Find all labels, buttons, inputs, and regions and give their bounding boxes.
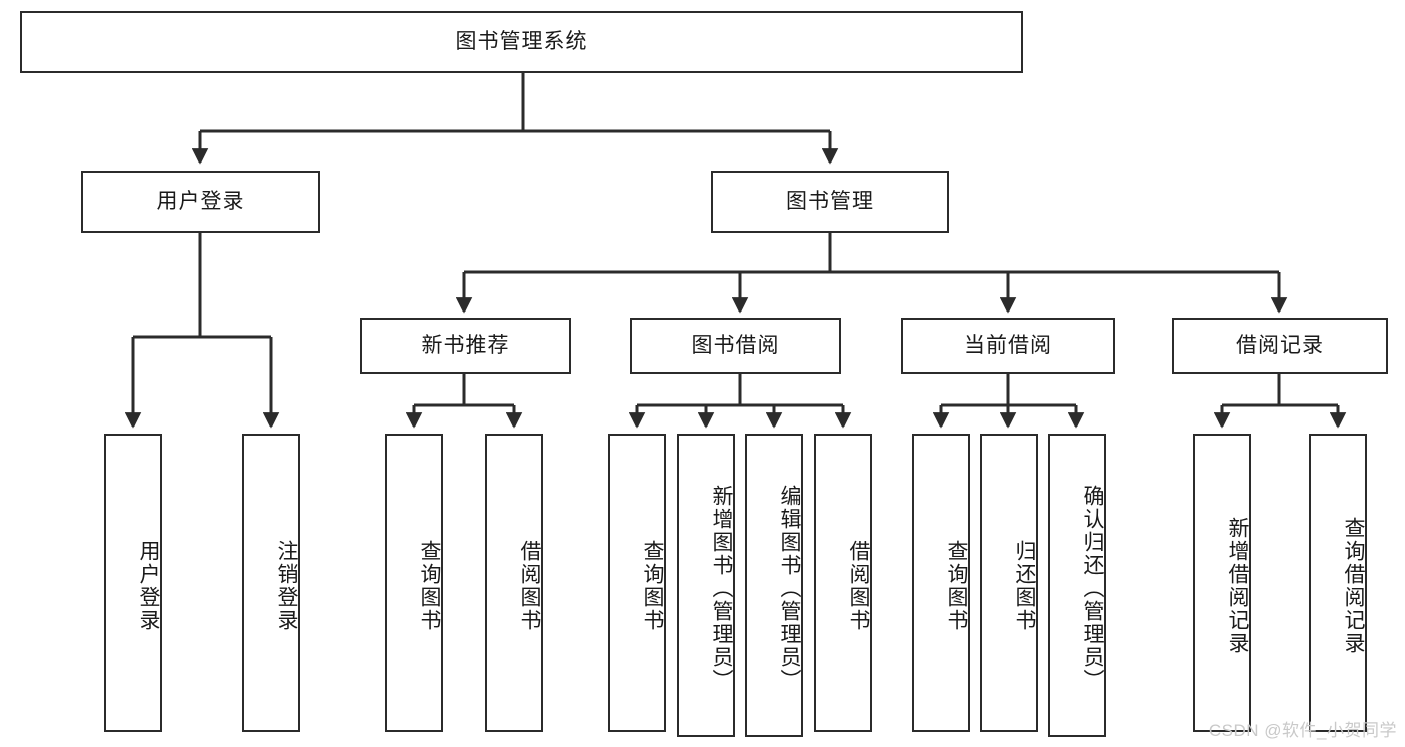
node-leaf-edit-book[interactable]: 编辑图书（管理员） (745, 434, 803, 737)
node-leaf-logout-label: 注销登录 (275, 540, 298, 632)
node-leaf-borrow-book-2[interactable]: 借阅图书 (814, 434, 872, 732)
node-root-label: 图书管理系统 (455, 30, 588, 54)
watermark: CSDN @软件_小贺同学 (1208, 721, 1397, 740)
node-new-book-recommend[interactable]: 新书推荐 (360, 318, 571, 374)
node-leaf-user-login-label: 用户登录 (137, 540, 160, 632)
node-current-borrow[interactable]: 当前借阅 (901, 318, 1115, 374)
node-leaf-add-record-label: 新增借阅记录 (1226, 517, 1249, 655)
node-leaf-query-book-3-label: 查询图书 (945, 540, 968, 632)
node-leaf-query-record[interactable]: 查询借阅记录 (1309, 434, 1367, 732)
node-leaf-query-book-2[interactable]: 查询图书 (608, 434, 666, 732)
node-leaf-logout[interactable]: 注销登录 (242, 434, 300, 732)
node-leaf-add-book-label: 新增图书（管理员） (710, 485, 733, 692)
node-user-login-label: 用户登录 (156, 190, 245, 214)
node-leaf-borrow-book-2-label: 借阅图书 (847, 540, 870, 632)
node-leaf-user-login[interactable]: 用户登录 (104, 434, 162, 732)
node-book-manage-label: 图书管理 (786, 190, 874, 214)
node-borrow-record[interactable]: 借阅记录 (1172, 318, 1388, 374)
node-user-login[interactable]: 用户登录 (81, 171, 320, 233)
node-leaf-borrow-book-1-label: 借阅图书 (518, 540, 541, 632)
node-leaf-add-record[interactable]: 新增借阅记录 (1193, 434, 1251, 732)
node-leaf-return-book-label: 归还图书 (1013, 540, 1036, 632)
node-leaf-add-book[interactable]: 新增图书（管理员） (677, 434, 735, 737)
node-leaf-confirm-return[interactable]: 确认归还（管理员） (1048, 434, 1106, 737)
node-borrow-record-label: 借阅记录 (1236, 334, 1324, 358)
node-current-borrow-label: 当前借阅 (964, 334, 1052, 358)
node-leaf-confirm-return-label: 确认归还（管理员） (1081, 485, 1104, 692)
node-book-borrow[interactable]: 图书借阅 (630, 318, 841, 374)
node-leaf-query-book-3[interactable]: 查询图书 (912, 434, 970, 732)
node-new-book-recommend-label: 新书推荐 (421, 334, 510, 358)
node-leaf-query-record-label: 查询借阅记录 (1342, 517, 1365, 655)
node-book-manage[interactable]: 图书管理 (711, 171, 949, 233)
node-leaf-query-book-1[interactable]: 查询图书 (385, 434, 443, 732)
node-leaf-query-book-2-label: 查询图书 (641, 540, 664, 632)
node-root[interactable]: 图书管理系统 (20, 11, 1023, 73)
node-leaf-return-book[interactable]: 归还图书 (980, 434, 1038, 732)
node-leaf-edit-book-label: 编辑图书（管理员） (778, 485, 801, 692)
node-book-borrow-label: 图书借阅 (691, 334, 780, 358)
node-leaf-query-book-1-label: 查询图书 (418, 540, 441, 632)
node-leaf-borrow-book-1[interactable]: 借阅图书 (485, 434, 543, 732)
